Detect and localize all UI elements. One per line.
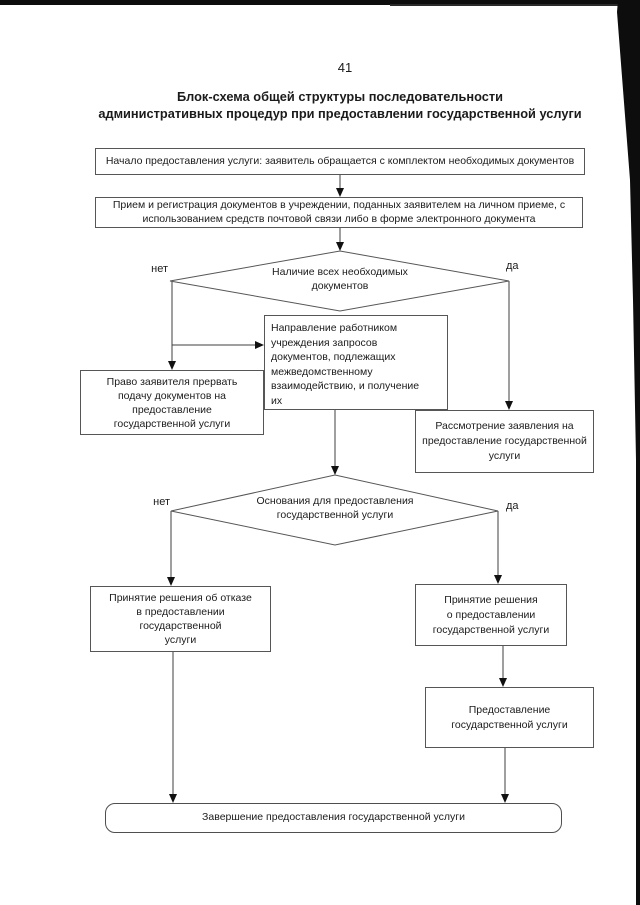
title-line-1: Блок-схема общей структуры последователь…: [176, 89, 504, 104]
top-scan-bar: [0, 0, 640, 5]
label-no-1: нет: [151, 263, 168, 275]
node-review: Рассмотрение заявления на предоставление…: [415, 410, 594, 473]
node-end: Завершение предоставления государственно…: [105, 803, 562, 833]
page-title: Блок-схема общей структуры последователь…: [35, 89, 640, 122]
arrowhead-into-denial-icon: [167, 577, 175, 586]
decision2-label: Основания для предоставления государстве…: [256, 495, 414, 521]
node-start: Начало предоставления услуги: заявитель …: [95, 148, 585, 175]
right-scan-edge: [617, 0, 640, 905]
arrowhead-into-reception-icon: [336, 188, 344, 197]
node-reception: Прием и регистрация документов в учрежде…: [95, 197, 583, 228]
arrowhead-into-decision1-icon: [336, 242, 344, 251]
arrowhead-denial-into-end-icon: [169, 794, 177, 803]
arrowhead-into-decision2-icon: [331, 466, 339, 475]
decision2-diamond-shape: [170, 474, 499, 546]
node-approval: Принятие решения о предоставлении госуда…: [415, 584, 567, 646]
label-no-2: нет: [153, 496, 170, 508]
arrowhead-into-approval-icon: [494, 575, 502, 584]
top-scan-bar-edge: [390, 4, 640, 6]
arrowhead-into-review-icon: [505, 401, 513, 410]
node-right-to-interrupt: Право заявителя прервать подачу документ…: [80, 370, 264, 435]
page-number: 41: [337, 60, 353, 75]
label-yes-1: да: [506, 260, 519, 272]
label-yes-2: да: [506, 500, 519, 512]
node-interagency-request: Направление работником учреждения запрос…: [264, 315, 448, 410]
title-line-2: административных процедур при предоставл…: [98, 105, 582, 121]
arrowhead-into-provision-icon: [499, 678, 507, 687]
decision1-label: Наличие всех необходимых документов: [272, 266, 408, 292]
node-denial: Принятие решения об отказе в предоставле…: [90, 586, 271, 652]
arrowhead-into-interagency-icon: [255, 341, 264, 349]
arrowhead-provision-into-end-icon: [501, 794, 509, 803]
decision1-diamond-shape: [169, 250, 510, 312]
node-provision: Предоставление государственной услуги: [425, 687, 594, 748]
arrowhead-into-interrupt-icon: [168, 361, 176, 370]
